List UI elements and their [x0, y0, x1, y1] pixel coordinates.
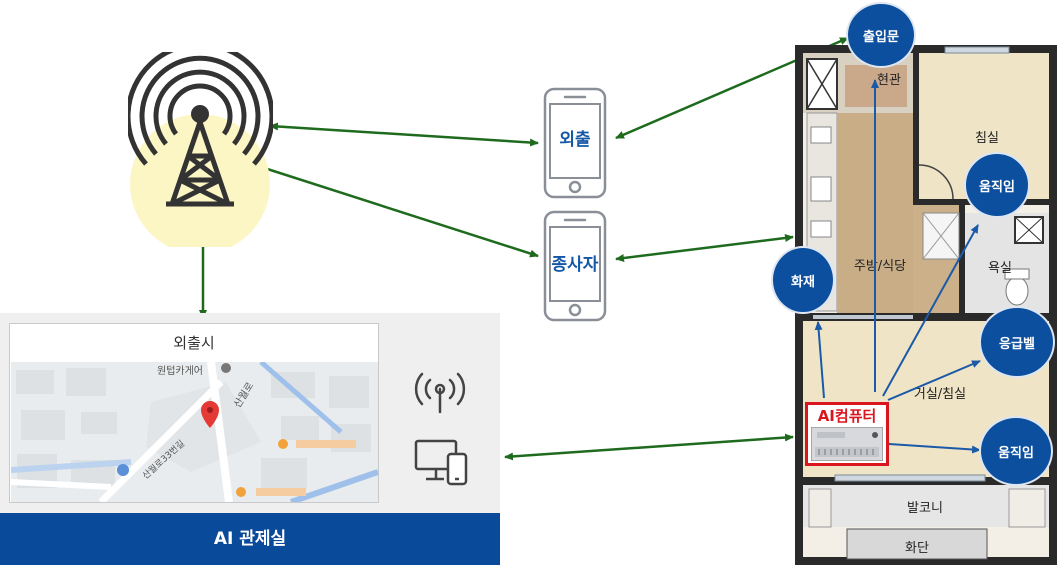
room-bedroom-label: 침실 [975, 131, 999, 146]
desktop-mobile-icon [412, 438, 470, 488]
map-title: 외출시 [173, 334, 215, 352]
arrow-tower-outing [269, 122, 539, 147]
room-balcony-label: 발코니 [907, 501, 943, 516]
room-living-label: 거실/침실 [913, 387, 967, 402]
room-entrance-label: 현관 [877, 73, 901, 88]
map-view[interactable]: 원텁카게어 산월로 산월로33번길 [11, 362, 378, 502]
phone-staff-label: 종사자 [551, 255, 599, 275]
sensor-entrance-door: 출입문 [846, 2, 916, 68]
room-bath-label: 욕실 [988, 261, 1012, 276]
phone-outing-label: 외출 [559, 130, 591, 150]
map-pin-icon [201, 401, 219, 428]
arrow-room-ai [504, 433, 794, 461]
phone-outing: 외출 [543, 87, 607, 199]
smartphone-icon [543, 87, 607, 199]
room-garden-label: 화단 [905, 541, 929, 556]
arrow-tower-staff [257, 164, 539, 258]
arrow-staff-fire [615, 234, 794, 262]
smartphone-icon [543, 210, 607, 322]
ai-computer-label: AI컴퓨터 [817, 407, 877, 425]
sensor-motion-bedroom: 움직임 [964, 152, 1030, 218]
antenna-icon [412, 370, 468, 414]
room-kitchen-label: 주방/식당 [853, 259, 907, 274]
sensor-emergency-bell: 응급벨 [979, 306, 1055, 378]
sensor-fire: 화재 [771, 246, 835, 314]
ai-computer: AI컴퓨터 [805, 402, 889, 466]
map-label-place: 원텁카게어 [157, 366, 203, 377]
map-graphic [11, 362, 378, 502]
sensor-motion-living: 움직임 [979, 416, 1053, 486]
phone-staff: 종사자 [543, 210, 607, 322]
control-room-banner: AI 관제실 [0, 513, 500, 565]
server-device-icon [811, 427, 883, 461]
